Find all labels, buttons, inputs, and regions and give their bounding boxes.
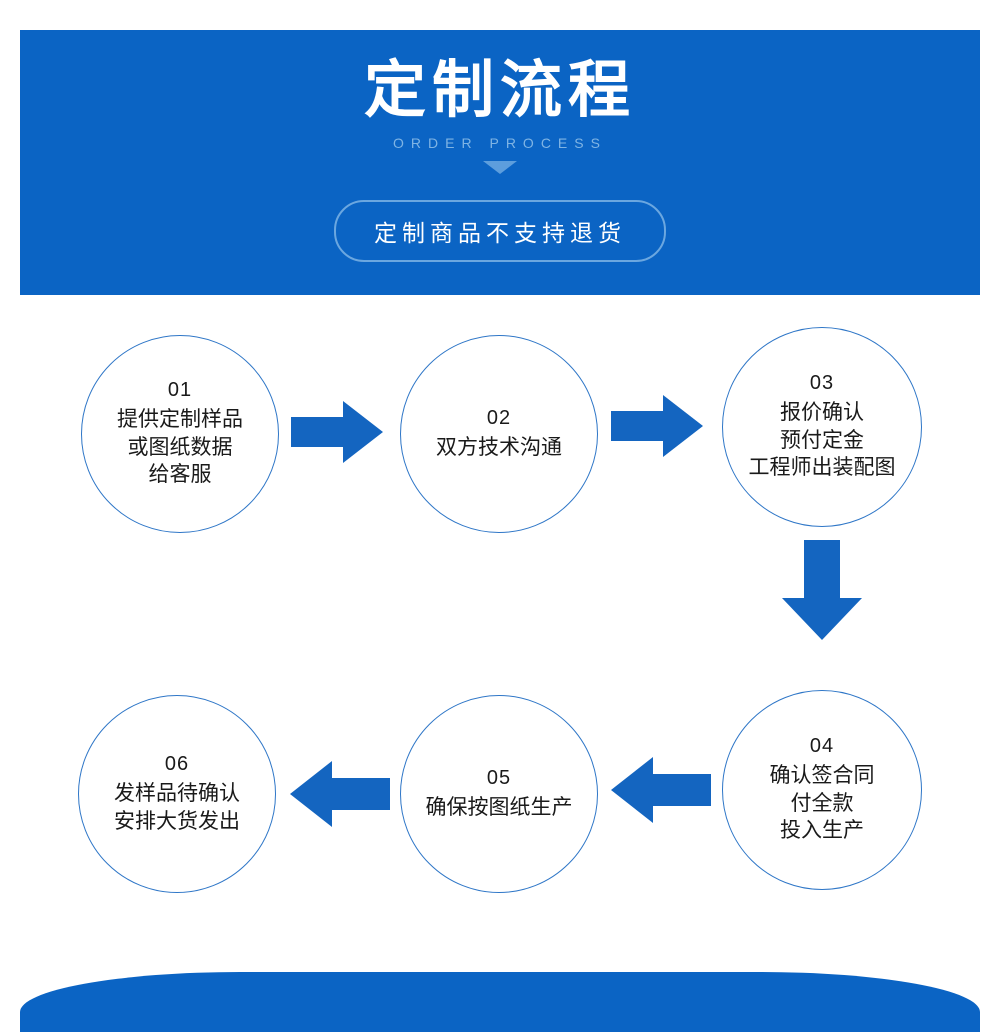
flow-node-03-line-2: 预付定金 (780, 428, 864, 452)
flow-node-05-line-1: 确保按图纸生产 (425, 795, 573, 819)
flow-node-06: 06 发样品待确认 安排大货发出 (78, 695, 276, 893)
flow-node-05: 05 确保按图纸生产 (400, 695, 598, 893)
arrow-left-icon-05-to-06 (290, 761, 390, 827)
flow-node-03-number: 03 (809, 371, 835, 394)
flow-node-01-line-1: 提供定制样品 (117, 407, 243, 431)
flow-node-06-number: 06 (164, 752, 190, 775)
footer-bar (20, 972, 980, 1032)
flow-node-02: 02 双方技术沟通 (400, 335, 598, 533)
page-subtitle: ORDER PROCESS (393, 135, 607, 152)
arrow-left-icon-04-to-05 (611, 757, 711, 823)
flow-node-04-line-1: 确认签合同 (769, 763, 875, 787)
flow-node-03: 03 报价确认 预付定金 工程师出装配图 (722, 327, 922, 527)
arrow-right-icon-02-to-03 (611, 395, 703, 457)
no-return-notice-badge: 定制商品不支持退货 (334, 200, 666, 263)
arrow-right-icon-01-to-02 (291, 401, 383, 463)
flow-node-01-line-3: 给客服 (148, 463, 212, 487)
flow-node-04-number: 04 (809, 734, 835, 757)
flow-node-01: 01 提供定制样品 或图纸数据 给客服 (81, 335, 279, 533)
flow-node-03-line-3: 工程师出装配图 (748, 456, 896, 480)
flow-node-03-line-1: 报价确认 (780, 400, 864, 424)
flow-node-01-line-2: 或图纸数据 (127, 435, 233, 459)
flow-node-04-line-3: 投入生产 (780, 819, 864, 843)
flow-node-02-line-1: 双方技术沟通 (436, 435, 562, 459)
page-title: 定制流程 (363, 56, 636, 125)
flow-node-06-line-1: 发样品待确认 (114, 781, 240, 805)
caret-down-icon (483, 161, 517, 175)
flow-node-06-line-2: 安排大货发出 (114, 809, 240, 833)
flow-node-01-number: 01 (167, 378, 193, 401)
flow-node-05-number: 05 (486, 766, 512, 789)
arrow-down-icon-03-to-04 (782, 540, 862, 640)
flow-node-04: 04 确认签合同 付全款 投入生产 (722, 690, 922, 890)
flow-node-02-number: 02 (486, 406, 512, 429)
process-flow-diagram: 01 提供定制样品 或图纸数据 给客服 02 双方技术沟通 03 报价确认 预付… (0, 295, 1000, 935)
flow-node-04-line-2: 付全款 (790, 791, 854, 815)
header-banner: 定制流程 ORDER PROCESS 定制商品不支持退货 (20, 30, 980, 295)
